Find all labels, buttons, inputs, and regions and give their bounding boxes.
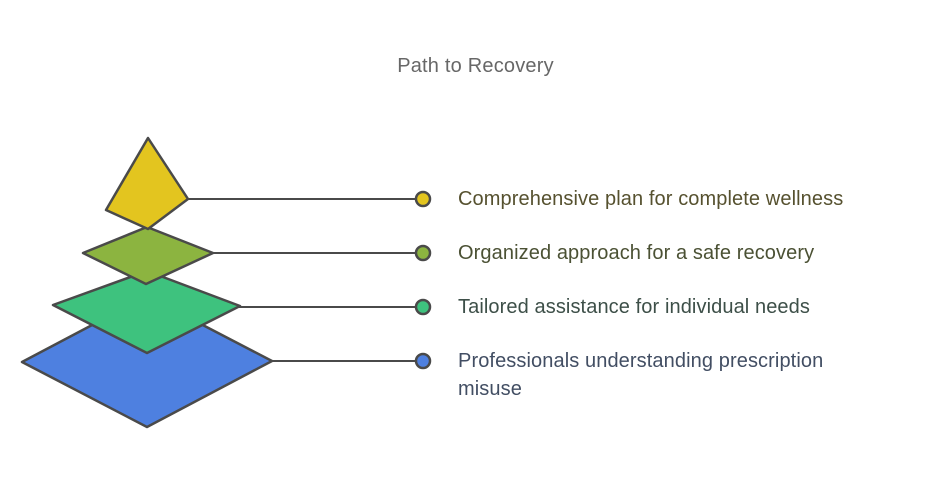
bullet-circle-4 xyxy=(414,352,432,370)
pyramid-level-2-shape xyxy=(81,225,215,286)
pyramid-level-4-shape xyxy=(20,294,274,429)
pyramid-level-3-shape xyxy=(51,269,242,355)
bullet-circle-2 xyxy=(414,244,432,262)
bullet-circle-3 xyxy=(414,298,432,316)
bullet-circle-1 xyxy=(414,190,432,208)
level-3-label: Tailored assistance for individual needs xyxy=(458,296,810,318)
diagram-title: Path to Recovery xyxy=(397,55,554,77)
pyramid-level-1-shape xyxy=(104,136,190,231)
level-4-label: Professionals understanding prescription… xyxy=(458,350,824,400)
level-1-label: Comprehensive plan for complete wellness xyxy=(458,188,844,210)
level-2-label: Organized approach for a safe recovery xyxy=(458,242,815,264)
